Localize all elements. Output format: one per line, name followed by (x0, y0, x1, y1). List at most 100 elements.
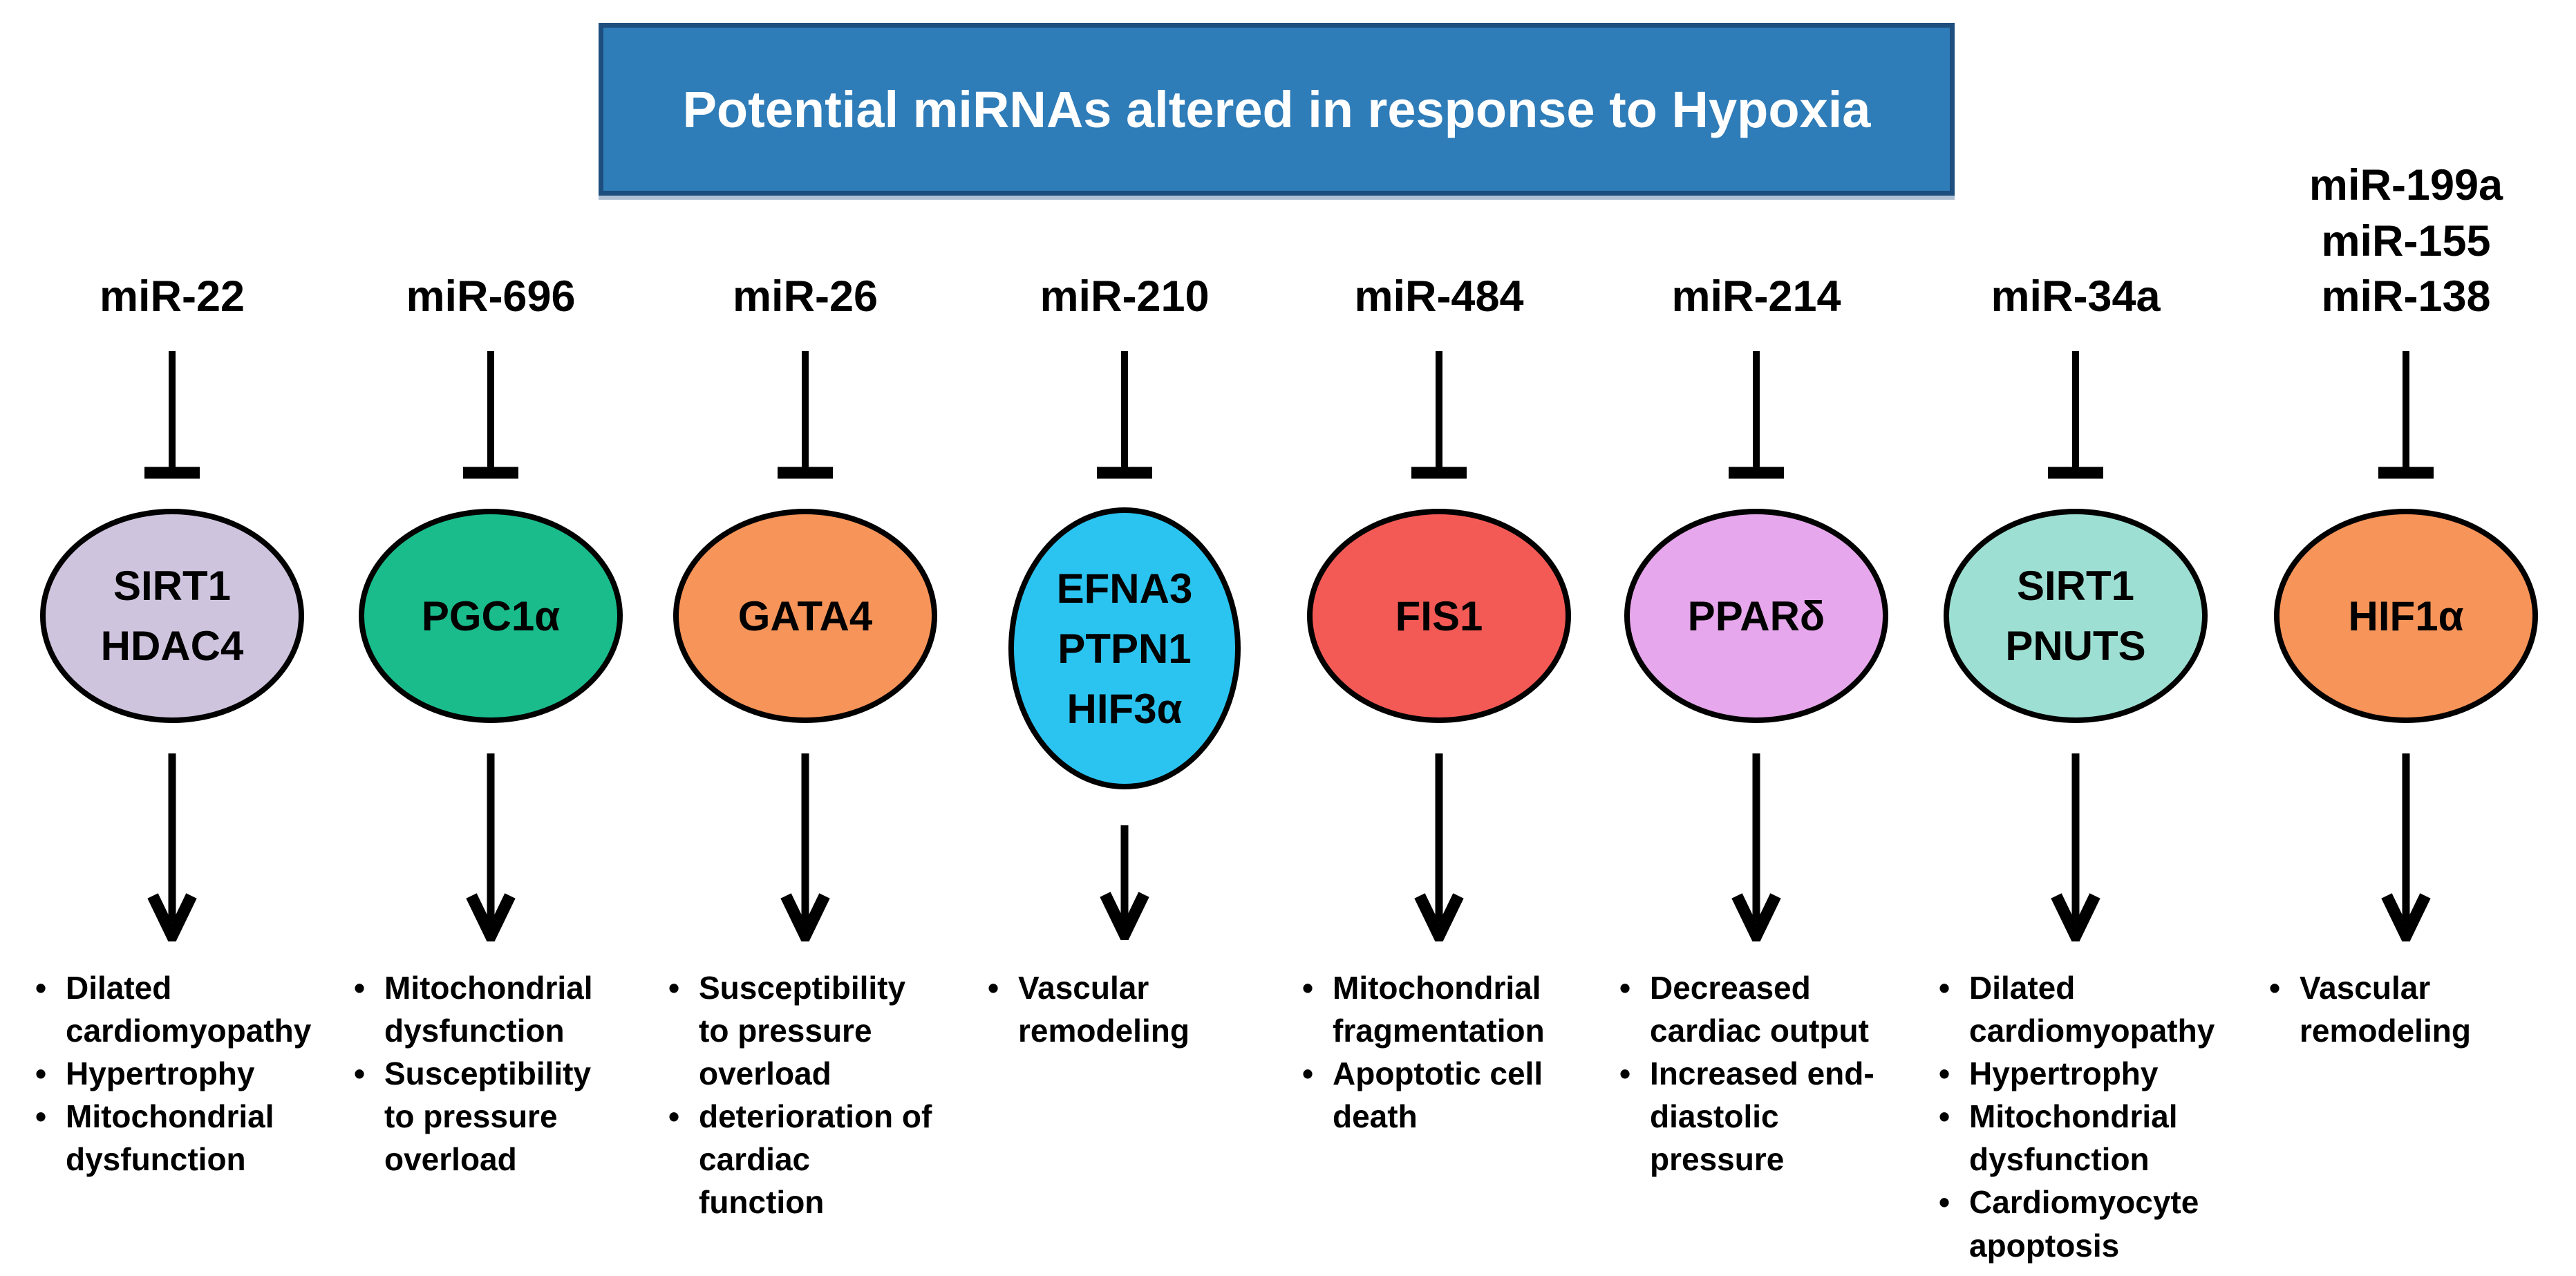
gene-label: PPARδ (1687, 592, 1825, 639)
bullet-marker (35, 966, 66, 1009)
effect-text: Cardiomyocyte apoptosis (1969, 1184, 2199, 1264)
effect-text: Mitochondrial fragmentation (1333, 970, 1545, 1049)
effect-item: Hypertrophy (1939, 1052, 2212, 1095)
mirna-label: miR-484 (1354, 272, 1524, 321)
effect-text: Hypertrophy (66, 1055, 255, 1092)
effect-item: Mitochondrial dysfunction (1939, 1095, 2212, 1181)
title-banner: Potential miRNAs altered in response to … (599, 23, 1955, 196)
inhibition-bar-icon (2376, 351, 2436, 479)
effect-text: Decreased cardiac output (1650, 970, 1869, 1049)
effects-list: Decreased cardiac output Increased end-d… (1619, 966, 1893, 1181)
bullet-marker (668, 966, 699, 1009)
effect-text: Increased end-diastolic pressure (1650, 1055, 1874, 1178)
bullet-marker (1619, 1052, 1650, 1095)
bullet-marker (354, 1052, 384, 1095)
mirna-label: miR-214 (1671, 272, 1841, 321)
bullet-marker (354, 966, 384, 1009)
effect-item: Increased end-diastolic pressure (1619, 1052, 1893, 1181)
inhibition-bar-icon (1726, 351, 1787, 479)
mirna-column-mir-26: miR-26 GATA4 Susceptibility to pressure … (653, 0, 957, 1276)
mirna-labels: miR-199a miR-155 miR-138 (2245, 0, 2567, 325)
effects-list: Vascular remodeling (2269, 966, 2543, 1052)
bullet-marker (1939, 966, 1969, 1009)
mirna-column-mir-199a-155-138: miR-199a miR-155 miR-138 HIF1α Vascular … (2245, 0, 2567, 1276)
effect-text: Susceptibility to pressure overload (384, 1055, 592, 1178)
bullet-marker (1302, 966, 1333, 1009)
mirna-labels: miR-22 (20, 0, 324, 325)
effects-list: Dilated cardiomyopathy Hypertrophy Mitoc… (1939, 966, 2215, 1267)
effect-text: Apoptotic cell death (1333, 1055, 1543, 1135)
effect-text: Hypertrophy (1969, 1055, 2159, 1092)
effect-item: Hypertrophy (35, 1052, 309, 1095)
target-genes-ellipse: GATA4 (673, 509, 937, 723)
inhibition-bar-icon (142, 351, 203, 479)
mirna-label: miR-155 (2321, 216, 2491, 265)
target-genes-ellipse: SIRT1 PNUTS (1944, 509, 2208, 723)
bullet-marker (1302, 1052, 1333, 1095)
effect-text: deterioration of cardiac function (699, 1098, 932, 1221)
gene-label: HDAC4 (100, 623, 244, 669)
gene-label: SIRT1 (113, 563, 232, 609)
mirna-label: miR-210 (1040, 272, 1210, 321)
gene-label: SIRT1 (2016, 563, 2135, 609)
effect-text: Mitochondrial dysfunction (66, 1098, 274, 1178)
effect-item: Vascular remodeling (988, 966, 1261, 1052)
effect-item: Vascular remodeling (2269, 966, 2543, 1052)
mirna-column-mir-210: miR-210 EFNA3 PTPN1 HIF3α Vascular remod… (972, 0, 1277, 1276)
down-arrow-icon (1098, 825, 1151, 948)
gene-label: HIF1α (2348, 592, 2464, 639)
mirna-label: miR-138 (2321, 272, 2491, 321)
mirna-label: miR-26 (732, 272, 878, 321)
effect-text: Vascular remodeling (2300, 970, 2471, 1049)
bullet-marker (1939, 1052, 1969, 1095)
effect-item: deterioration of cardiac function (668, 1095, 942, 1223)
mirna-label: miR-34a (1991, 272, 2161, 321)
target-genes-ellipse: SIRT1 HDAC4 (40, 509, 304, 723)
gene-label: HIF3α (1066, 685, 1183, 732)
effect-text: Mitochondrial dysfunction (1969, 1098, 2178, 1178)
effects-list: Vascular remodeling (988, 966, 1261, 1052)
effect-item: Apoptotic cell death (1302, 1052, 1576, 1138)
effect-text: Dilated cardiomyopathy (66, 970, 312, 1049)
target-genes-ellipse: HIF1α (2274, 509, 2538, 723)
mirna-label: miR-696 (406, 272, 576, 321)
effect-item: Mitochondrial dysfunction (35, 1095, 309, 1181)
effect-text: Vascular remodeling (1018, 970, 1190, 1049)
down-arrow-icon (1730, 753, 1783, 950)
gene-label: GATA4 (737, 592, 873, 639)
gene-label: PTPN1 (1057, 625, 1192, 672)
down-arrow-icon (2049, 753, 2102, 950)
bullet-marker (1939, 1095, 1969, 1138)
inhibition-bar-icon (460, 351, 521, 479)
effect-text: Dilated cardiomyopathy (1969, 970, 2215, 1049)
target-genes-ellipse: FIS1 (1307, 509, 1571, 723)
gene-label: PGC1α (421, 592, 561, 639)
target-genes-ellipse: PPARδ (1624, 509, 1888, 723)
inhibition-bar-icon (2045, 351, 2106, 479)
mirna-column-mir-34a: miR-34a SIRT1 PNUTS Dilated cardiomyopat… (1917, 0, 2235, 1276)
effect-item: Dilated cardiomyopathy (1939, 966, 2215, 1052)
effects-list: Dilated cardiomyopathy Hypertrophy Mitoc… (35, 966, 312, 1181)
target-genes-ellipse: PGC1α (359, 509, 623, 723)
mirna-column-mir-22: miR-22 SIRT1 HDAC4 Dilated cardiomyopath… (20, 0, 324, 1276)
inhibition-bar-icon (1094, 351, 1155, 479)
bullet-marker (1619, 966, 1650, 1009)
effect-item: Decreased cardiac output (1619, 966, 1893, 1052)
effect-item: Susceptibility to pressure overload (668, 966, 942, 1095)
bullet-marker (35, 1052, 66, 1095)
down-arrow-icon (464, 753, 517, 950)
effect-item: Cardiomyocyte apoptosis (1939, 1181, 2212, 1266)
bullet-marker (668, 1095, 699, 1138)
mirna-label: miR-22 (99, 272, 245, 321)
effect-item: Mitochondrial fragmentation (1302, 966, 1576, 1052)
mirna-labels: miR-26 (653, 0, 957, 325)
bullet-marker (1939, 1181, 1969, 1223)
mirna-labels: miR-484 (1287, 0, 1591, 325)
effect-item: Mitochondrial dysfunction (354, 966, 628, 1052)
bullet-marker (988, 966, 1018, 1009)
bullet-marker (35, 1095, 66, 1138)
down-arrow-icon (146, 753, 198, 950)
gene-label: PNUTS (2005, 623, 2146, 669)
gene-label: EFNA3 (1056, 565, 1193, 612)
